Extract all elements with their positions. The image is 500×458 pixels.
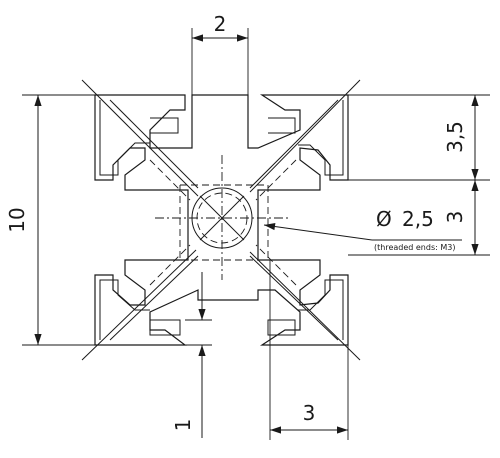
profile-outline <box>94 94 349 346</box>
dim-slot-width: 2 <box>191 12 249 95</box>
bore-diameter-value: 2,5 <box>402 207 434 231</box>
dim-height: 10 <box>5 94 95 346</box>
dim-lower-depth-label: 3 <box>443 211 467 224</box>
bore-diameter-symbol: Ø <box>376 207 392 231</box>
dim-lip-thickness: 1 <box>171 272 212 438</box>
hidden-diagonals <box>149 159 297 286</box>
bore-thread-note: (threaded ends: M3) <box>374 243 455 252</box>
profile-diagonal-webs <box>81 79 361 361</box>
dim-upper-depth-label: 3,5 <box>443 121 467 153</box>
dim-corner-width-label: 3 <box>303 401 316 425</box>
dim-right-stack: 3,5 3 <box>348 94 490 256</box>
dim-slot-width-label: 2 <box>214 12 227 36</box>
bore-callout: Ø 2,5 (threaded ends: M3) <box>263 207 462 252</box>
dim-lip-thickness-label: 1 <box>171 419 195 432</box>
dim-height-label: 10 <box>5 207 29 232</box>
profile-inner-edges <box>99 100 344 340</box>
dim-corner-width: 3 <box>269 260 349 440</box>
center-lines <box>155 155 290 280</box>
